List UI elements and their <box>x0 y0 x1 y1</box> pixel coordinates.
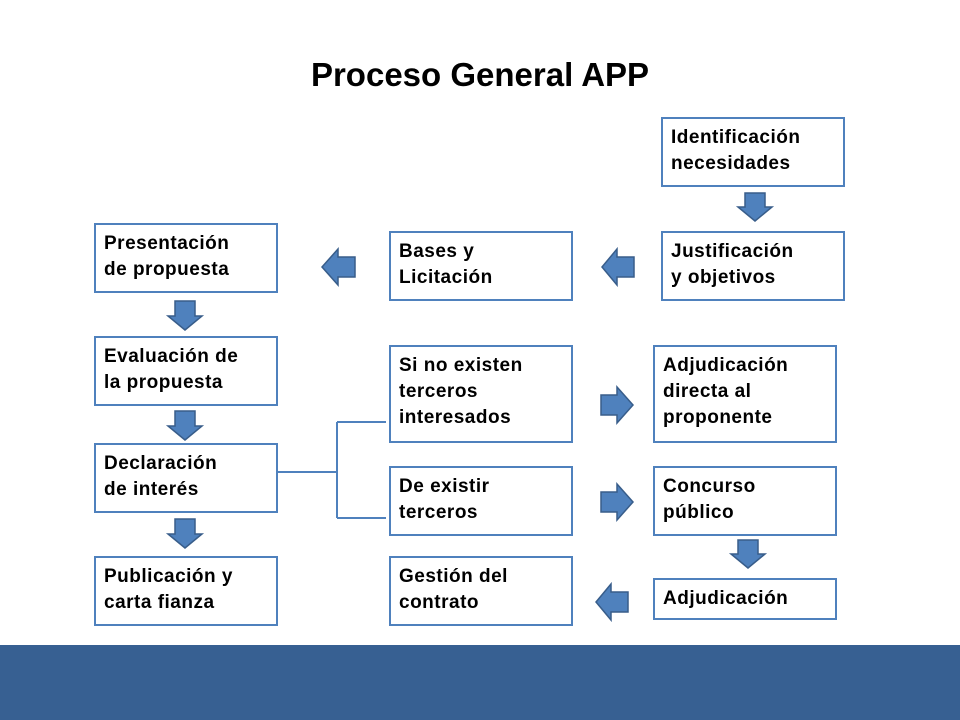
arrow-down-icon <box>165 300 205 331</box>
box-presentacion: Presentación de propuesta <box>94 223 278 293</box>
arrow-down-icon <box>165 518 205 549</box>
arrow-left-icon <box>601 246 635 288</box>
box-identificacion: Identificación necesidades <box>661 117 845 187</box>
box-gestion: Gestión del contrato <box>389 556 573 626</box>
arrow-left-icon <box>320 247 356 287</box>
arrow-down-icon <box>728 539 768 569</box>
box-declaracion: Declaración de interés <box>94 443 278 513</box>
box-concurso: Concurso público <box>653 466 837 536</box>
box-de-existir: De existir terceros <box>389 466 573 536</box>
arrow-left-icon <box>595 581 629 623</box>
box-publicacion: Publicación y carta fianza <box>94 556 278 626</box>
box-justificacion: Justificación y objetivos <box>661 231 845 301</box>
arrow-down-icon <box>165 410 205 441</box>
box-adjudicacion: Adjudicación <box>653 578 837 620</box>
arrow-down-icon <box>735 192 775 222</box>
box-bases: Bases y Licitación <box>389 231 573 301</box>
box-adjudicacion-directa: Adjudicación directa al proponente <box>653 345 837 443</box>
arrow-right-icon <box>600 385 635 425</box>
box-si-no-existen: Si no existen terceros interesados <box>389 345 573 443</box>
page-title: Proceso General APP <box>310 56 650 93</box>
bracket-connector <box>277 421 386 519</box>
box-evaluacion: Evaluación de la propuesta <box>94 336 278 406</box>
arrow-right-icon <box>600 482 635 522</box>
footer-bar <box>0 645 960 720</box>
